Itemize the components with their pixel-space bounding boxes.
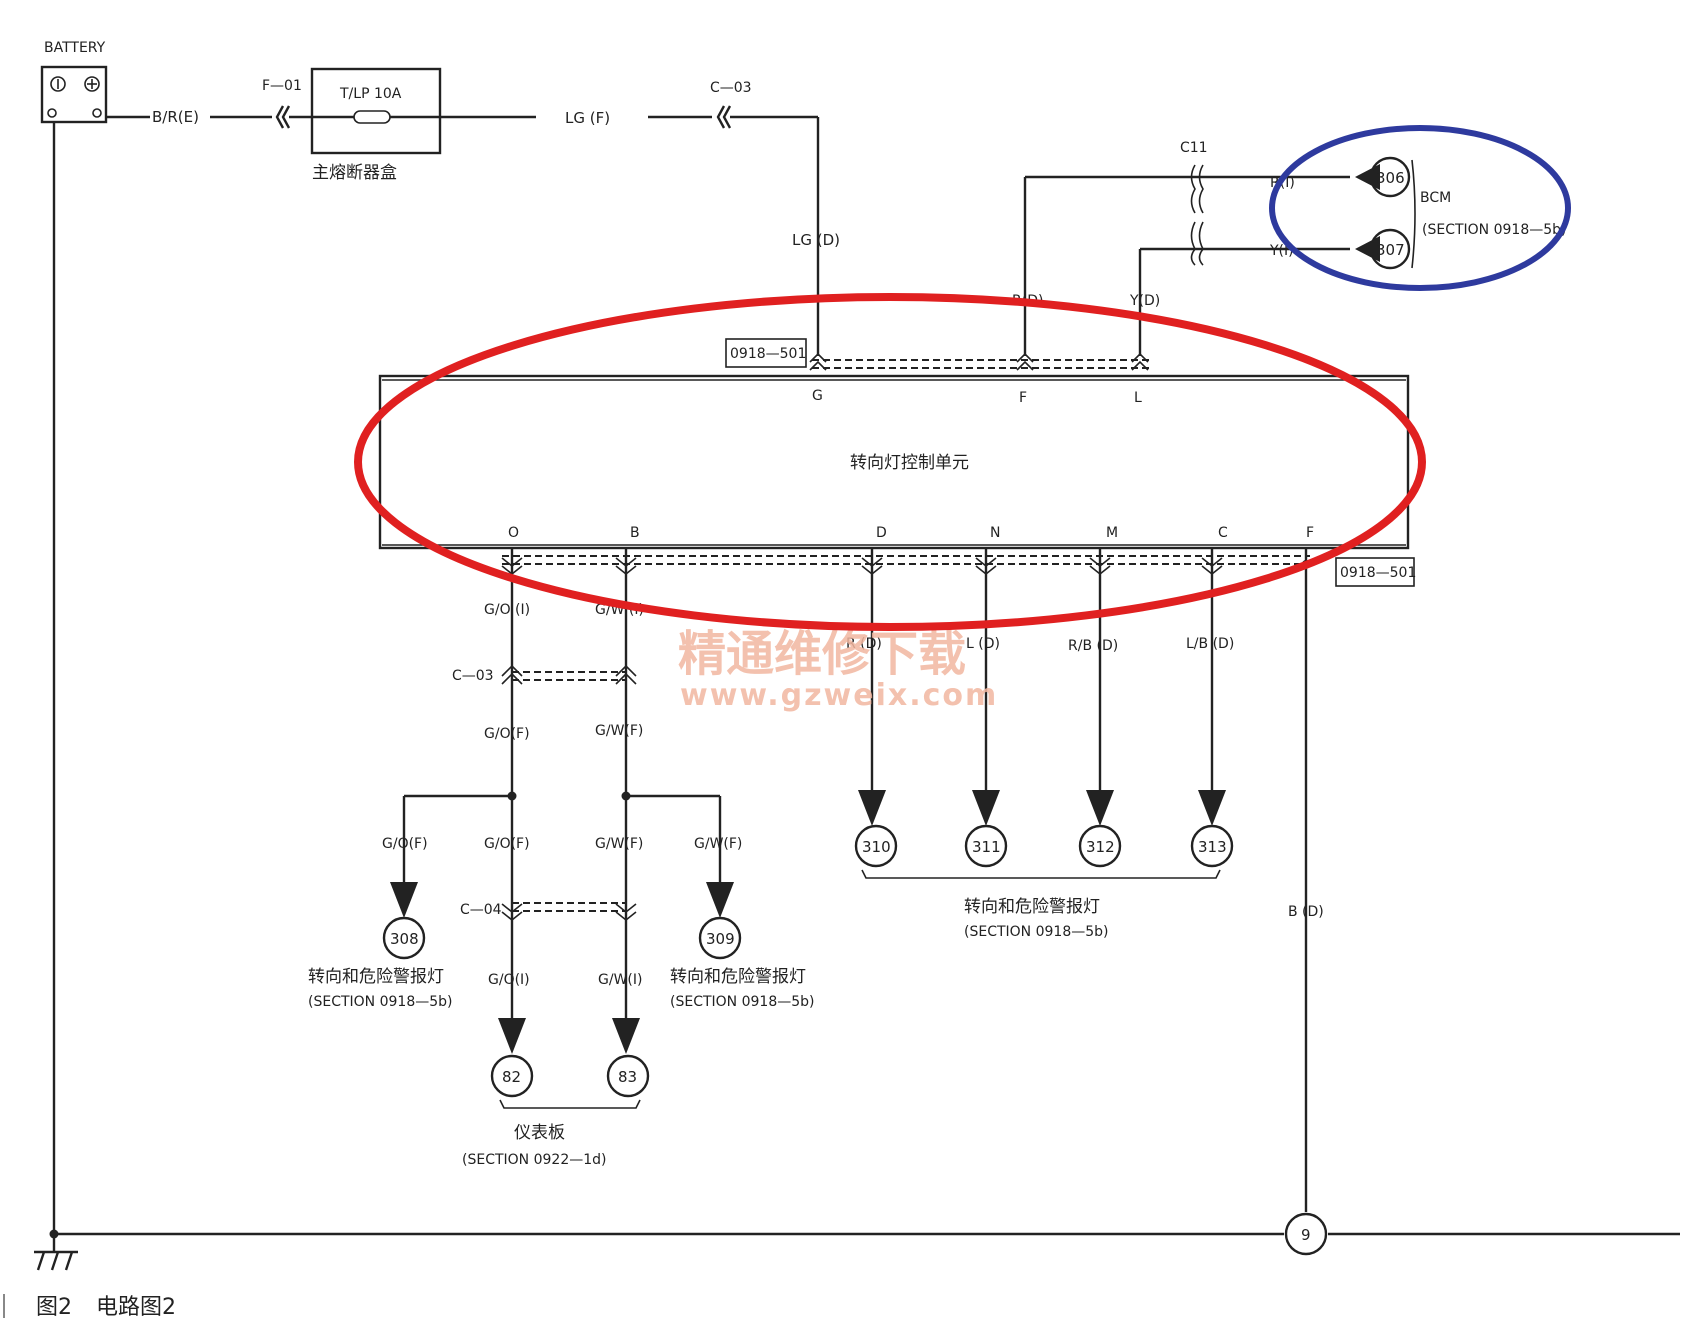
svg-text:308: 308 bbox=[390, 930, 419, 948]
wire-go-f-left: G/O(F) bbox=[382, 836, 428, 852]
hazard-right-name: 转向和危险警报灯 bbox=[964, 897, 1100, 917]
wire-gw-f-mid: G/W(F) bbox=[595, 836, 643, 852]
wire-lb-d: L/B (D) bbox=[1186, 636, 1234, 652]
connector-c04-label: C—04 bbox=[460, 902, 502, 918]
connector-bottom-box bbox=[1335, 557, 1415, 587]
watermark-url: www.gzweix.com bbox=[680, 678, 998, 713]
wire-go-i: G/O (I) bbox=[484, 602, 530, 618]
highlight-control-unit bbox=[354, 293, 1426, 631]
terminal-312: 312 bbox=[1078, 790, 1122, 868]
svg-text:311: 311 bbox=[972, 838, 1001, 856]
fuse-label: T/LP 10A bbox=[339, 86, 402, 102]
wire-b-d: B (D) bbox=[1288, 904, 1324, 920]
connector-f01-label: F—01 bbox=[262, 78, 302, 94]
cluster-section: (SECTION 0922—1d) bbox=[462, 1152, 606, 1168]
hazard-left-name: 转向和危险警报灯 bbox=[308, 967, 444, 987]
ground-symbol-icon bbox=[34, 1234, 78, 1271]
connector-f01-mark bbox=[275, 105, 291, 129]
svg-text:313: 313 bbox=[1198, 838, 1227, 856]
connector-c03-top-label: C—03 bbox=[710, 80, 752, 96]
connector-c03-top-mark bbox=[716, 105, 732, 129]
bcm-pin-306-arrow bbox=[1355, 164, 1380, 190]
main-fuse-box: T/LP 10A 主熔断器盒 bbox=[310, 67, 442, 183]
battery-label: BATTERY bbox=[44, 40, 106, 56]
terminal-83: 83 bbox=[606, 1018, 650, 1098]
connector-top-box bbox=[725, 338, 807, 368]
bcm-section: (SECTION 0918—5b) bbox=[1422, 222, 1566, 238]
connector-bottom-label: 0918—501 bbox=[1340, 565, 1416, 581]
wire-battery-out: B/R(E) bbox=[152, 108, 199, 126]
svg-text:9: 9 bbox=[1301, 1226, 1311, 1244]
bcm: 306 307 BCM (SECTION 0918—5b) bbox=[1355, 156, 1566, 270]
wire-go-f: G/O(F) bbox=[484, 726, 530, 742]
watermark-title: 精通维修下载 bbox=[678, 626, 966, 682]
pin-bottom-o: O bbox=[508, 525, 519, 541]
fuse-box-name: 主熔断器盒 bbox=[312, 163, 397, 183]
unit-name: 转向灯控制单元 bbox=[850, 453, 969, 473]
figure-title: 电路图2 bbox=[96, 1295, 176, 1318]
connector-c03-mid-label: C—03 bbox=[452, 668, 494, 684]
terminal-ground-9: 9 bbox=[1284, 1212, 1328, 1256]
terminal-310: 310 bbox=[854, 790, 898, 868]
terminal-311: 311 bbox=[964, 790, 1008, 868]
pin-bottom-f: F bbox=[1306, 525, 1314, 541]
terminal-308: 308 bbox=[382, 882, 426, 960]
wire-gw-f-right: G/W(F) bbox=[694, 836, 742, 852]
bcm-pin-307 bbox=[1369, 228, 1411, 270]
bcm-pin-307-arrow bbox=[1355, 236, 1380, 262]
svg-text:312: 312 bbox=[1086, 838, 1115, 856]
wire-gw-f: G/W(F) bbox=[595, 723, 643, 739]
connector-c11-label: C11 bbox=[1180, 140, 1208, 156]
wire-lg-d: LG (D) bbox=[792, 231, 840, 249]
hazard-left-section: (SECTION 0918—5b) bbox=[308, 994, 452, 1010]
terminal-309: 309 bbox=[698, 882, 742, 960]
wire-y-d: Y(D) bbox=[1129, 293, 1160, 309]
connector-c11-mark-a bbox=[1190, 164, 1196, 214]
connector-top-label: 0918—501 bbox=[730, 346, 806, 362]
bcm-label: BCM bbox=[1420, 190, 1451, 206]
pin-bottom-c: C bbox=[1218, 525, 1228, 541]
highlight-bcm bbox=[1269, 125, 1571, 291]
pin-top-f: F bbox=[1019, 390, 1027, 406]
svg-text:83: 83 bbox=[618, 1068, 637, 1086]
wire-gw-i-bot: G/W(I) bbox=[598, 972, 642, 988]
hazard-mid-name: 转向和危险警报灯 bbox=[670, 967, 806, 987]
svg-text:310: 310 bbox=[862, 838, 891, 856]
connector-c11-mark-b bbox=[1190, 221, 1196, 266]
svg-text:82: 82 bbox=[502, 1068, 521, 1086]
terminal-313: 313 bbox=[1190, 790, 1234, 868]
wire-go-f-mid: G/O(F) bbox=[484, 836, 530, 852]
hazard-right-section: (SECTION 0918—5b) bbox=[964, 924, 1108, 940]
bracket-cluster bbox=[499, 1099, 641, 1109]
wire-rb-d: R/B (D) bbox=[1068, 638, 1118, 654]
fuse-icon bbox=[353, 110, 391, 124]
wire-lg-f: LG (F) bbox=[565, 109, 610, 127]
bracket-hazard-right bbox=[861, 869, 1221, 879]
pin-top-l: L bbox=[1134, 390, 1142, 406]
wire-r-d: R (D) bbox=[846, 636, 882, 652]
bcm-pin-306 bbox=[1369, 156, 1411, 198]
hazard-mid-section: (SECTION 0918—5b) bbox=[670, 994, 814, 1010]
wire-go-i-bot: G/O(I) bbox=[488, 972, 530, 988]
pin-bottom-d: D bbox=[876, 525, 887, 541]
wire-l-d: L (D) bbox=[966, 636, 1000, 652]
pin-bottom-b: B bbox=[630, 525, 640, 541]
svg-text:307: 307 bbox=[1376, 241, 1405, 259]
svg-text:309: 309 bbox=[706, 930, 735, 948]
turn-signal-control-unit: 转向灯控制单元 0918—501 0918—501 G F L O B D N … bbox=[378, 338, 1416, 587]
svg-text:306: 306 bbox=[1376, 169, 1405, 187]
figure-number: 图2 bbox=[36, 1295, 72, 1318]
cluster-name: 仪表板 bbox=[514, 1123, 565, 1143]
pin-bottom-m: M bbox=[1106, 525, 1118, 541]
battery: BATTERY bbox=[40, 40, 108, 124]
pin-bottom-n: N bbox=[990, 525, 1000, 541]
pin-top-g: G bbox=[812, 388, 823, 404]
terminal-82: 82 bbox=[490, 1018, 534, 1098]
